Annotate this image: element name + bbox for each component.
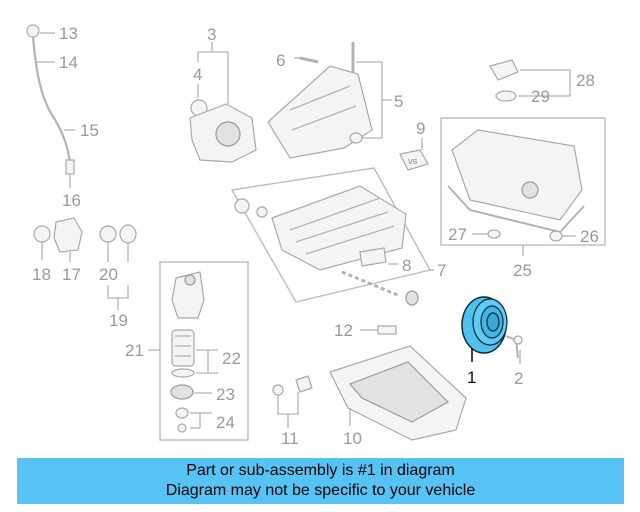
part-12 — [360, 325, 397, 335]
callout-22: 22 — [222, 349, 241, 368]
dipstick-assembly — [26, 24, 75, 188]
callout-2: 2 — [514, 369, 523, 388]
callout-labels: 13 14 15 16 17 18 20 19 21 22 23 24 3 4 … — [32, 24, 599, 448]
intake-manifold-box — [230, 167, 434, 306]
timing-cover — [189, 42, 257, 163]
callout-3: 3 — [207, 25, 216, 44]
callout-12: 12 — [334, 321, 353, 340]
callout-9: 9 — [416, 119, 425, 138]
callout-6: 6 — [276, 51, 285, 70]
callout-19: 19 — [109, 311, 128, 330]
callout-15: 15 — [80, 121, 99, 140]
sensor-housing — [33, 217, 83, 262]
cylinder-head — [267, 42, 392, 159]
callout-24: 24 — [216, 413, 235, 432]
gasket-9: VS — [399, 138, 429, 171]
seal-pair — [99, 224, 137, 310]
crankshaft-pulley[interactable] — [461, 296, 508, 362]
callout-7: 7 — [437, 261, 446, 280]
callout-28: 28 — [576, 71, 595, 90]
part-11 — [272, 375, 313, 428]
callout-11: 11 — [281, 429, 299, 448]
callout-16: 16 — [62, 191, 81, 210]
callout-1: 1 — [467, 368, 476, 387]
callout-26: 26 — [580, 227, 599, 246]
oil-filter-box — [148, 261, 249, 441]
svg-text:VS: VS — [408, 159, 418, 166]
callout-29: 29 — [531, 87, 550, 106]
banner-line-1: Part or sub-assembly is #1 in diagram — [186, 462, 455, 479]
parts-diagram: VS — [26, 24, 606, 448]
callout-8: 8 — [402, 256, 411, 275]
valve-cover-box — [440, 117, 606, 256]
oil-filler-cap — [489, 59, 571, 102]
callout-23: 23 — [216, 385, 235, 404]
callout-27: 27 — [448, 225, 467, 244]
pulley-bolt — [505, 335, 523, 364]
callout-17: 17 — [62, 265, 81, 284]
info-banner: Part or sub-assembly is #1 in diagram Di… — [17, 458, 624, 504]
callout-4: 4 — [193, 65, 202, 84]
oil-pan — [329, 345, 467, 441]
callout-25: 25 — [513, 261, 532, 280]
callout-10: 10 — [343, 429, 362, 448]
callout-13: 13 — [59, 24, 78, 43]
callout-21: 21 — [125, 341, 144, 360]
callout-5: 5 — [394, 92, 403, 111]
banner-line-2: Diagram may not be specific to your vehi… — [165, 482, 476, 499]
callout-14: 14 — [59, 53, 78, 72]
callout-18: 18 — [32, 265, 51, 284]
callout-20: 20 — [99, 265, 118, 284]
